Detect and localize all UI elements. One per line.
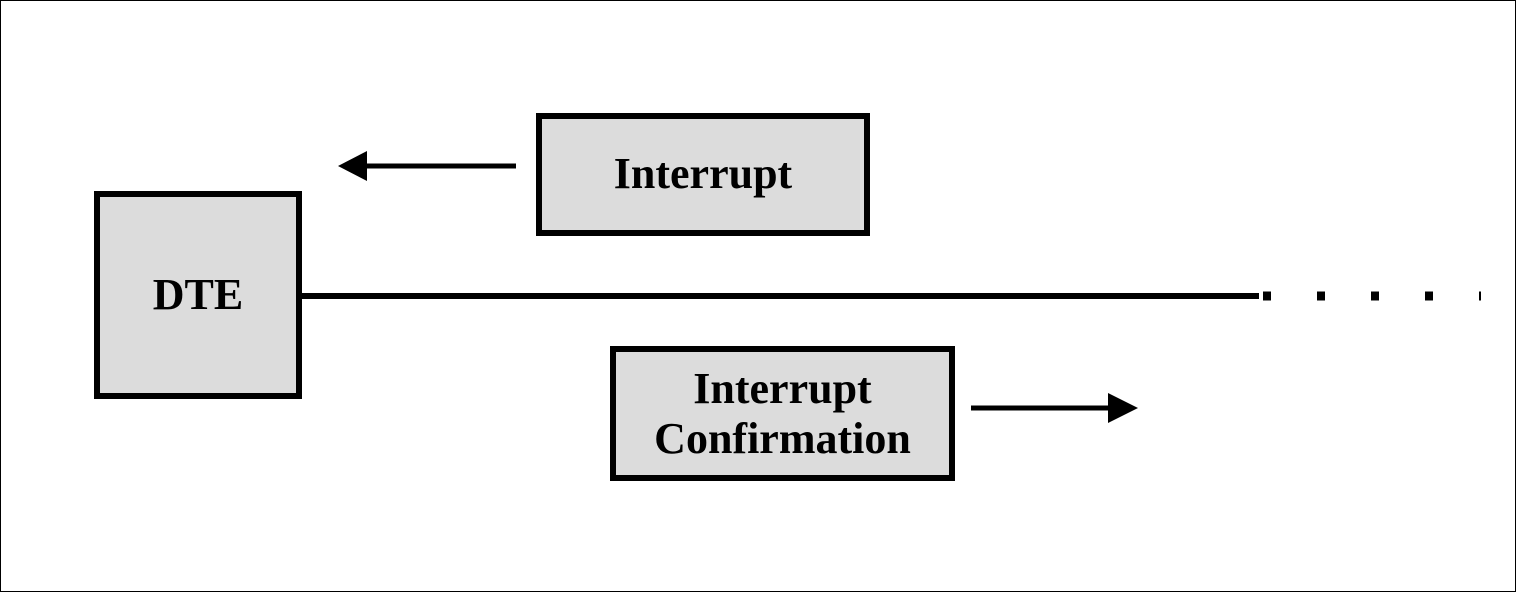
dte-label: DTE: [152, 269, 244, 319]
interrupt-packet-box: Interrupt: [536, 113, 870, 236]
dte-box: DTE: [94, 191, 302, 399]
confirmation-arrowhead-icon: [1108, 393, 1138, 423]
interrupt-confirmation-packet-box: Interrupt Confirmation: [610, 346, 955, 481]
interrupt-packet-label: Interrupt: [613, 149, 793, 199]
interrupt-arrowhead-icon: [338, 151, 367, 181]
interrupt-confirmation-packet-label: Interrupt Confirmation: [654, 364, 911, 463]
